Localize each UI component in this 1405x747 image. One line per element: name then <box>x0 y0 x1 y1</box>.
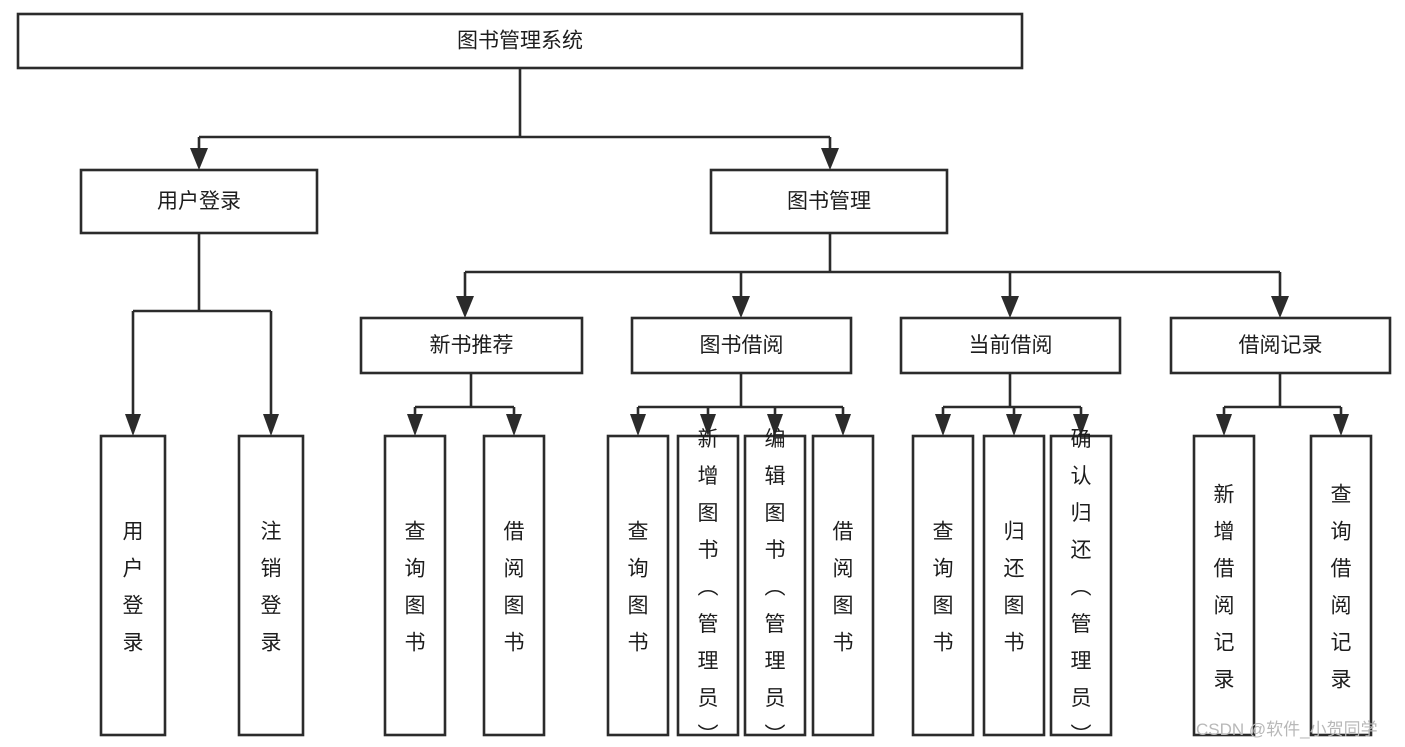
node-leaf-7[interactable]: 借阅图书 <box>811 434 875 737</box>
arrow-record-leaf2 <box>1333 414 1349 436</box>
arrow-borrow-leaf2 <box>700 414 716 436</box>
node-box <box>630 316 853 375</box>
arrow-user-login-leaf2 <box>263 414 279 436</box>
node-box <box>359 316 584 375</box>
node-leaf-9[interactable]: 归还图书 <box>982 434 1046 737</box>
node-box <box>1192 434 1256 737</box>
node-level3-1[interactable]: 图书借阅 <box>630 316 853 375</box>
node-level2-1[interactable]: 图书管理 <box>709 168 949 235</box>
node-label: 查询图书 <box>933 521 954 655</box>
node-label: 查询图书 <box>405 521 426 655</box>
arrow-current-leaf3 <box>1073 414 1089 436</box>
csdn-watermark: CSDN @软件_小贺同学 <box>1196 720 1378 739</box>
arrow-current-leaf1 <box>935 414 951 436</box>
arrow-new-book-leaf2 <box>506 414 522 436</box>
arrow-user-login-leaf1 <box>125 414 141 436</box>
node-label: 归还图书 <box>1004 521 1025 655</box>
node-box <box>911 434 975 737</box>
node-box <box>99 434 167 737</box>
node-box <box>982 434 1046 737</box>
arrow-borrow-leaf3 <box>767 414 783 436</box>
arrow-book-mgmt-c4 <box>1271 296 1289 318</box>
node-box <box>1309 434 1373 737</box>
node-label: 查询借阅记录 <box>1331 484 1352 692</box>
node-level3-2[interactable]: 当前借阅 <box>899 316 1122 375</box>
nodes-layer: 图书管理系统用户登录图书管理新书推荐图书借阅当前借阅借阅记录用户登录注销登录查询… <box>16 12 1392 747</box>
node-box <box>743 434 807 737</box>
node-box <box>606 434 670 737</box>
node-box <box>676 434 740 737</box>
node-box <box>899 316 1122 375</box>
node-level3-3[interactable]: 借阅记录 <box>1169 316 1392 375</box>
arrow-new-book-leaf1 <box>407 414 423 436</box>
node-leaf-6[interactable]: 编辑图书︵管理员︶ <box>743 428 807 747</box>
node-level3-0[interactable]: 新书推荐 <box>359 316 584 375</box>
node-label: 图书借阅 <box>700 334 784 357</box>
node-level2-0[interactable]: 用户登录 <box>79 168 319 235</box>
node-leaf-4[interactable]: 查询图书 <box>606 434 670 737</box>
node-box <box>79 168 319 235</box>
node-box <box>16 12 1024 70</box>
node-label: 查询图书 <box>628 521 649 655</box>
node-label: 编辑图书︵管理员︶ <box>765 428 786 747</box>
node-label: 用户登录 <box>157 190 241 213</box>
node-leaf-12[interactable]: 查询借阅记录 <box>1309 434 1373 737</box>
arrow-borrow-leaf1 <box>630 414 646 436</box>
node-label: 用户登录 <box>123 521 144 655</box>
node-leaf-2[interactable]: 查询图书 <box>383 434 447 737</box>
node-leaf-0[interactable]: 用户登录 <box>99 434 167 737</box>
node-box <box>237 434 305 737</box>
node-leaf-3[interactable]: 借阅图书 <box>482 434 546 737</box>
node-label: 借阅记录 <box>1239 334 1323 357</box>
node-leaf-5[interactable]: 新增图书︵管理员︶ <box>676 428 740 747</box>
arrow-root-to-book-mgmt <box>821 148 839 170</box>
arrow-book-mgmt-c2 <box>732 296 750 318</box>
arrow-borrow-leaf4 <box>835 414 851 436</box>
node-label: 确认归还︵管理员︶ <box>1071 428 1092 747</box>
arrow-book-mgmt-c3 <box>1001 296 1019 318</box>
node-label: 借阅图书 <box>833 521 854 655</box>
node-box <box>482 434 546 737</box>
arrow-record-leaf1 <box>1216 414 1232 436</box>
node-leaf-1[interactable]: 注销登录 <box>237 434 305 737</box>
node-label: 注销登录 <box>261 521 282 655</box>
node-label: 当前借阅 <box>969 334 1053 357</box>
arrow-current-leaf2 <box>1006 414 1022 436</box>
node-box <box>811 434 875 737</box>
node-label: 新增借阅记录 <box>1214 484 1235 692</box>
node-label: 新书推荐 <box>430 334 514 357</box>
node-label: 借阅图书 <box>504 521 525 655</box>
node-box <box>709 168 949 235</box>
connector-layer <box>125 68 1349 436</box>
node-leaf-11[interactable]: 新增借阅记录 <box>1192 434 1256 737</box>
node-label: 图书管理 <box>787 190 871 213</box>
node-leaf-10[interactable]: 确认归还︵管理员︶ <box>1049 428 1113 747</box>
node-label: 图书管理系统 <box>457 30 583 53</box>
node-box <box>383 434 447 737</box>
arrow-root-to-user-login <box>190 148 208 170</box>
node-label: 新增图书︵管理员︶ <box>698 428 719 747</box>
node-root-0[interactable]: 图书管理系统 <box>16 12 1024 70</box>
arrow-book-mgmt-c1 <box>456 296 474 318</box>
node-box <box>1169 316 1392 375</box>
node-box <box>1049 434 1113 737</box>
node-leaf-8[interactable]: 查询图书 <box>911 434 975 737</box>
